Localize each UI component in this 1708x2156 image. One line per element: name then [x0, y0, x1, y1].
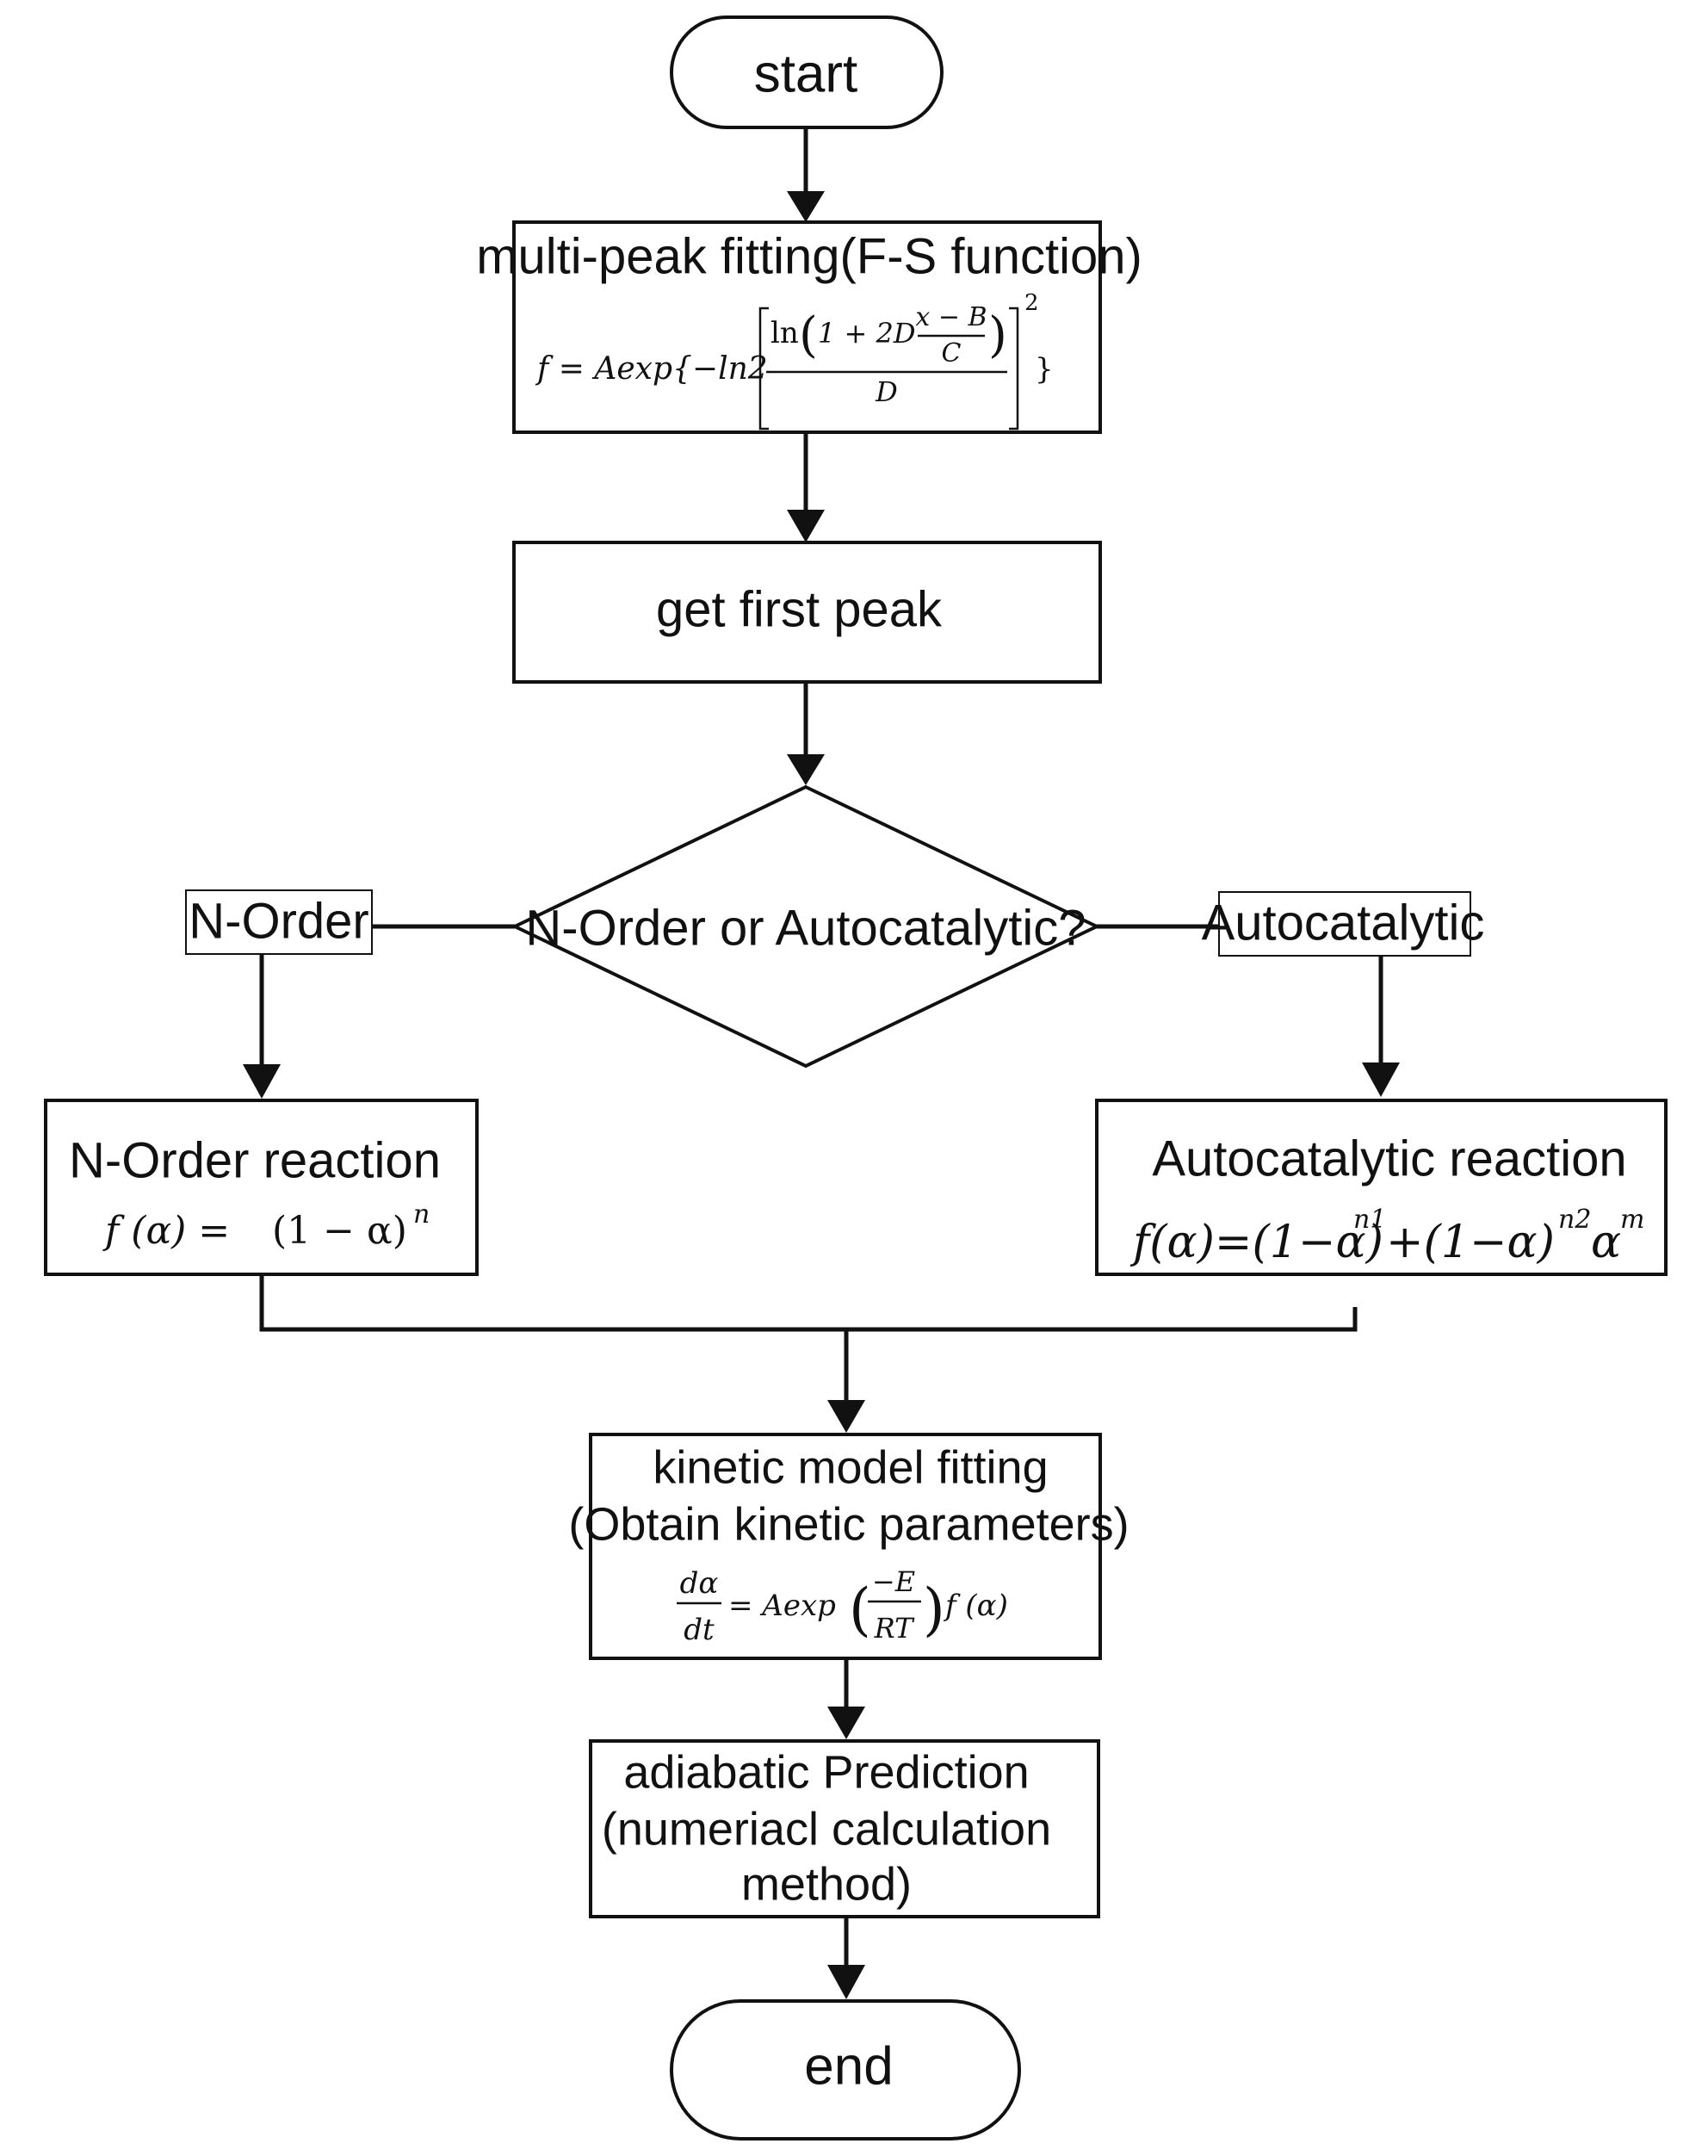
arrowhead-decision — [787, 754, 825, 785]
decision-label: N-Order or Autocatalytic? — [525, 900, 1086, 956]
connectors — [243, 127, 1400, 1999]
arrowhead-autocatalytic — [1362, 1063, 1400, 1097]
end-terminal-shape — [670, 1999, 1021, 2141]
decision-diamond — [511, 784, 1101, 1069]
kinetic-inner-num: −E — [872, 1565, 915, 1598]
branch-right-box — [1218, 891, 1471, 957]
n-order-node: N-Order reaction f (α) = (1 − α) n — [44, 1099, 479, 1276]
kinetic-node: kinetic model fitting (Obtain kinetic pa… — [568, 1433, 1129, 1660]
fs-left-bracket — [758, 307, 769, 431]
auto-formula-exp2: n2 — [1558, 1205, 1591, 1235]
auto-formula-lhs: f(α)=(1−α) — [1129, 1217, 1383, 1268]
adiabatic-box — [589, 1739, 1100, 1918]
kinetic-frac-num: dα — [680, 1566, 719, 1601]
n-order-formula-base: (1 − α) — [272, 1209, 407, 1253]
peak-fitting-node: multi-peak fitting(F-S function) f = Aex… — [476, 220, 1142, 434]
fs-inner-frac-num: x − B — [915, 302, 987, 332]
first-peak-label: get first peak — [656, 581, 943, 637]
arrowhead-norder — [243, 1064, 281, 1099]
fs-open-paren: ( — [799, 307, 818, 363]
auto-formula-tail: α — [1591, 1217, 1621, 1268]
n-order-title: N-Order reaction — [69, 1132, 441, 1188]
start-node: start — [670, 15, 944, 129]
end-label: end — [804, 2036, 893, 2096]
peak-fitting-box — [512, 220, 1102, 434]
fs-numerator-inner: 1 + 2D — [818, 317, 916, 350]
branch-left-label: N-Order — [189, 893, 368, 949]
kinetic-tail: f (α) — [943, 1589, 1008, 1623]
kinetic-line1: kinetic model fitting — [653, 1441, 1048, 1493]
start-terminal-shape — [670, 15, 944, 129]
n-order-box — [44, 1099, 479, 1276]
fs-exponent: 2 — [1024, 290, 1039, 316]
decision-node: N-Order or Autocatalytic? — [511, 784, 1101, 1069]
fs-close-brace: } — [1035, 352, 1054, 387]
kinetic-open-paren: ( — [849, 1577, 871, 1643]
adiabatic-line3: method) — [741, 1858, 912, 1910]
start-label: start — [754, 44, 858, 103]
kinetic-close-paren: ) — [923, 1577, 945, 1643]
end-node: end — [670, 1999, 1021, 2141]
arrowhead-end — [827, 1965, 865, 1999]
branch-right-label: Autocatalytic — [1202, 895, 1485, 951]
auto-formula-exp1: n1 — [1353, 1205, 1386, 1235]
n-order-formula-lhs: f (α) = — [102, 1209, 230, 1253]
fs-close-paren: ) — [988, 307, 1007, 363]
autocatalytic-formula: f(α)=(1−α) n1 +(1−α) n2 α m — [1129, 1205, 1644, 1268]
kinetic-frac-den: dt — [684, 1613, 715, 1647]
kinetic-box — [589, 1433, 1102, 1660]
fs-inner-frac-den: C — [942, 338, 962, 369]
peak-fitting-title: multi-peak fitting(F-S function) — [476, 228, 1142, 284]
arrowhead-fitting — [787, 191, 825, 222]
fs-right-bracket — [1009, 307, 1019, 431]
autocatalytic-box — [1095, 1099, 1668, 1276]
adiabatic-line2: (numeriacl calculation — [602, 1803, 1051, 1855]
first-peak-box — [512, 541, 1102, 684]
kinetic-formula: dα dt = Aexp ( −E RT ) f (α) — [677, 1565, 1008, 1647]
arrowhead-kinetic — [827, 1400, 865, 1433]
autocatalytic-title: Autocatalytic reaction — [1152, 1131, 1626, 1186]
first-peak-node: get first peak — [512, 541, 1102, 684]
fs-function-formula: f = Aexp{−ln2 ln ( 1 + 2D x − B C ) D 2 … — [535, 290, 1054, 431]
autocatalytic-node: Autocatalytic reaction f(α)=(1−α) n1 +(1… — [1095, 1099, 1668, 1276]
arrowhead-firstpeak — [787, 510, 825, 542]
fs-numerator-ln: ln — [770, 316, 799, 350]
adiabatic-node: adiabatic Prediction (numeriacl calculat… — [589, 1739, 1100, 1918]
auto-formula-mid: +(1−α) — [1386, 1217, 1555, 1268]
auto-formula-exp3: m — [1620, 1205, 1644, 1235]
branch-label-left: N-Order — [185, 889, 373, 955]
kinetic-mid: = Aexp — [728, 1589, 836, 1623]
n-order-formula: f (α) = (1 − α) n — [102, 1199, 430, 1253]
adiabatic-line1: adiabatic Prediction — [623, 1746, 1029, 1798]
n-order-formula-exp: n — [413, 1199, 430, 1230]
fs-formula-lhs: f = Aexp{−ln2 — [535, 351, 768, 387]
connector-merge — [259, 1274, 1358, 1332]
branch-left-box — [185, 889, 373, 955]
kinetic-inner-den: RT — [874, 1612, 916, 1645]
kinetic-line2: (Obtain kinetic parameters) — [568, 1498, 1129, 1550]
branch-label-right: Autocatalytic — [1202, 891, 1485, 957]
arrowhead-adiabatic — [827, 1707, 865, 1739]
fs-denominator: D — [875, 375, 898, 408]
